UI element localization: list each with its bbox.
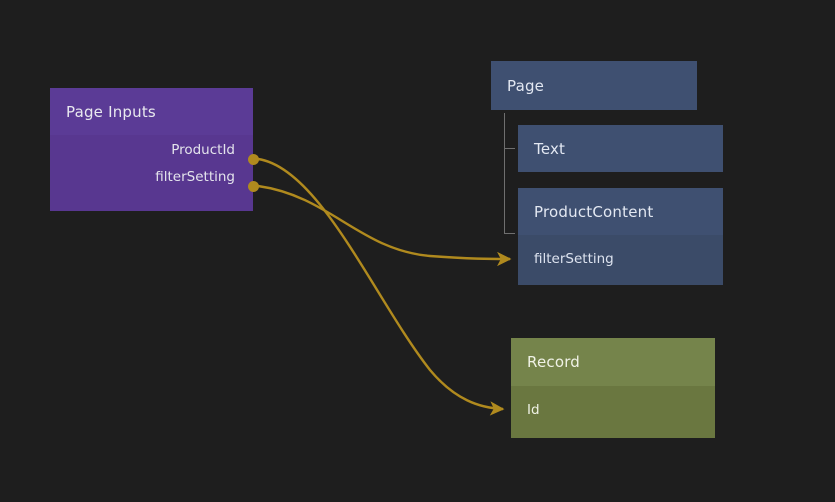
node-page-title: Page [491, 61, 697, 110]
node-text[interactable]: Text [518, 125, 723, 172]
port-filtersetting[interactable] [248, 181, 259, 192]
node-page-inputs-body: ProductId filterSetting [50, 135, 253, 211]
tree-trunk-line [504, 113, 505, 234]
edge-productid-to-record-id [257, 157, 505, 416]
output-field-filtersetting[interactable]: filterSetting [155, 169, 235, 185]
node-productcontent-body: filterSetting [518, 235, 723, 285]
node-page-inputs-title: Page Inputs [50, 88, 253, 135]
node-record[interactable]: Record Id [511, 338, 715, 438]
node-page-inputs[interactable]: Page Inputs ProductId filterSetting [50, 88, 253, 211]
node-text-title: Text [518, 125, 723, 172]
edge-filtersetting-to-productcontent [257, 184, 512, 267]
node-productcontent[interactable]: ProductContent filterSetting [518, 188, 723, 285]
output-field-productid[interactable]: ProductId [171, 142, 235, 158]
tree-branch-productcontent [504, 233, 515, 234]
node-record-body: Id [511, 386, 715, 438]
input-field-id[interactable]: Id [527, 402, 540, 418]
port-productid[interactable] [248, 154, 259, 165]
tree-branch-text [504, 148, 515, 149]
node-record-title: Record [511, 338, 715, 386]
input-field-filtersetting[interactable]: filterSetting [534, 251, 614, 267]
node-productcontent-title: ProductContent [518, 188, 723, 235]
node-page[interactable]: Page [491, 61, 697, 110]
